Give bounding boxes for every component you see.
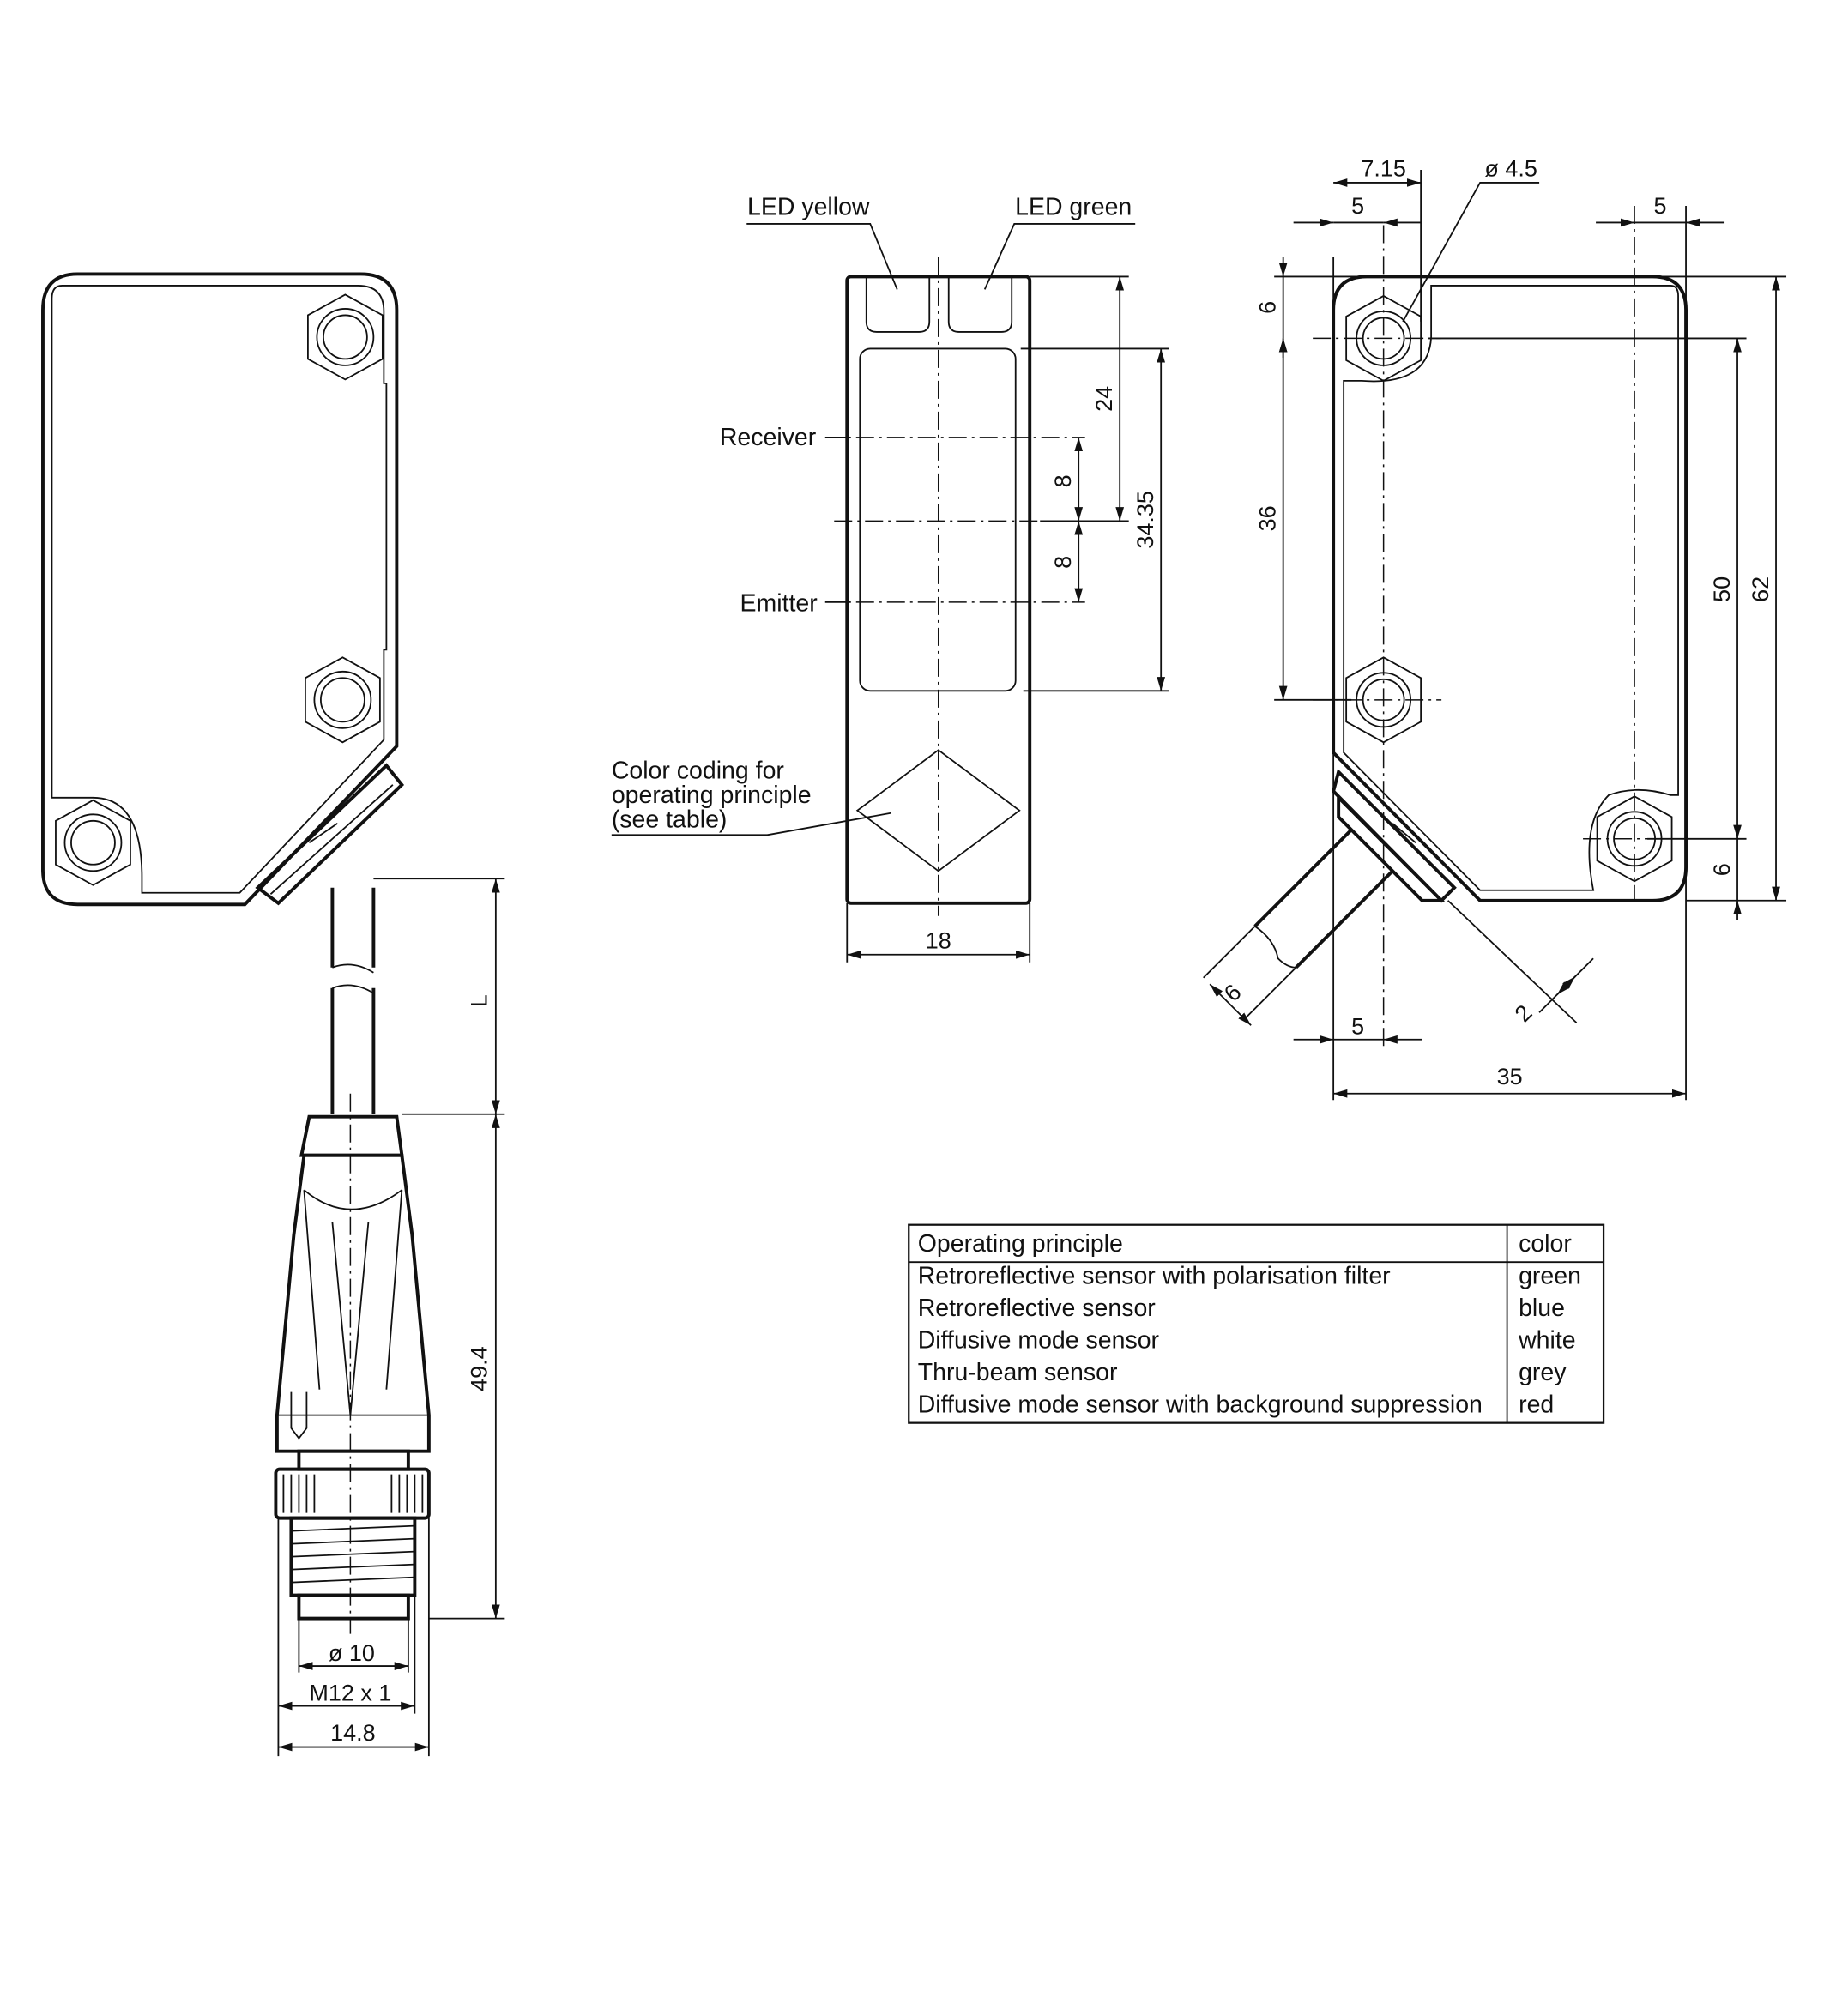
table-row: Diffusive mode sensor white <box>918 1327 1576 1355</box>
dim-connector-width: 14.8 <box>330 1720 376 1746</box>
svg-text:operating principle: operating principle <box>612 782 812 809</box>
dim-8-lower: 8 <box>1050 556 1076 569</box>
color-coding-diamond <box>855 749 1021 872</box>
mounting-nut <box>305 656 381 744</box>
table-row: Retroreflective sensor blue <box>918 1295 1565 1322</box>
dim-5-top-left: 5 <box>1351 193 1364 219</box>
dim-50: 50 <box>1709 576 1735 602</box>
dim-cable-length: L <box>466 994 492 1007</box>
led-green-window <box>947 276 1013 333</box>
dim-6-bottom: 6 <box>1709 863 1735 876</box>
svg-text:Retroreflective sensor with po: Retroreflective sensor with polarisation… <box>918 1263 1391 1290</box>
label-emitter: Emitter <box>740 589 818 617</box>
table-row: Thru-beam sensor grey <box>918 1359 1567 1386</box>
dim-hole-dia: ø 4.5 <box>1484 155 1537 181</box>
svg-text:green: green <box>1519 1263 1581 1290</box>
led-yellow-window <box>865 276 931 333</box>
svg-text:white: white <box>1518 1327 1576 1355</box>
dim-6-top: 6 <box>1255 301 1281 314</box>
svg-text:blue: blue <box>1519 1295 1565 1322</box>
table-row: Retroreflective sensor with polarisation… <box>918 1263 1581 1290</box>
label-color-coding: Color coding for operating principle (se… <box>612 757 812 833</box>
cable <box>330 887 376 1114</box>
label-led-yellow: LED yellow <box>747 193 870 220</box>
dim-connector-length: 49.4 <box>466 1346 492 1391</box>
dim-5-top-right: 5 <box>1654 193 1667 219</box>
dim-5-bottom: 5 <box>1351 1014 1364 1040</box>
dim-2: 2 <box>1510 999 1537 1027</box>
svg-text:Diffusive mode sensor: Diffusive mode sensor <box>918 1327 1160 1355</box>
dim-36: 36 <box>1255 505 1281 531</box>
svg-text:(see table): (see table) <box>612 806 728 833</box>
svg-text:red: red <box>1519 1391 1554 1419</box>
dim-6-cable: 6 <box>1219 979 1247 1006</box>
m12-connector <box>274 1114 431 1621</box>
dim-35: 35 <box>1497 1064 1523 1089</box>
dim-8-upper: 8 <box>1050 474 1076 487</box>
operating-principle-table: Operating principle color Retroreflectiv… <box>908 1223 1605 1424</box>
svg-text:grey: grey <box>1519 1359 1567 1386</box>
svg-text:Diffusive mode sensor with bac: Diffusive mode sensor with background su… <box>918 1391 1483 1419</box>
dim-34-35: 34.35 <box>1132 491 1158 549</box>
svg-text:Thru-beam sensor: Thru-beam sensor <box>918 1359 1118 1386</box>
rear-view: 7.15 ø 4.5 5 5 6 36 50 6 62 6 2 5 35 <box>1203 155 1787 1101</box>
label-receiver: Receiver <box>720 424 817 451</box>
table-header-principle: Operating principle <box>918 1230 1123 1258</box>
dim-width: 18 <box>926 927 951 953</box>
dim-7-15: 7.15 <box>1361 155 1406 181</box>
svg-text:Color coding for: Color coding for <box>612 757 785 784</box>
front-view: LED yellow LED green Receiver Emitter Co… <box>611 193 1169 963</box>
sensor-housing-front <box>845 275 1032 905</box>
mounting-nut <box>307 293 384 381</box>
label-led-green: LED green <box>1015 193 1132 220</box>
side-view: L 49.4 ø 10 M12 x 1 14.8 <box>41 272 505 1757</box>
table-row: Diffusive mode sensor with background su… <box>918 1391 1555 1419</box>
table-header-color: color <box>1519 1230 1572 1258</box>
dim-thread: M12 x 1 <box>309 1681 391 1706</box>
mounting-nut <box>55 799 131 886</box>
dim-24: 24 <box>1091 386 1117 412</box>
dim-connector-inner-dia: ø 10 <box>329 1640 375 1666</box>
cable-rear <box>1253 828 1394 969</box>
dim-62: 62 <box>1748 576 1773 602</box>
sensor-housing-rear <box>1332 275 1688 902</box>
svg-text:Retroreflective sensor: Retroreflective sensor <box>918 1295 1157 1322</box>
sensor-housing-side <box>41 272 399 907</box>
